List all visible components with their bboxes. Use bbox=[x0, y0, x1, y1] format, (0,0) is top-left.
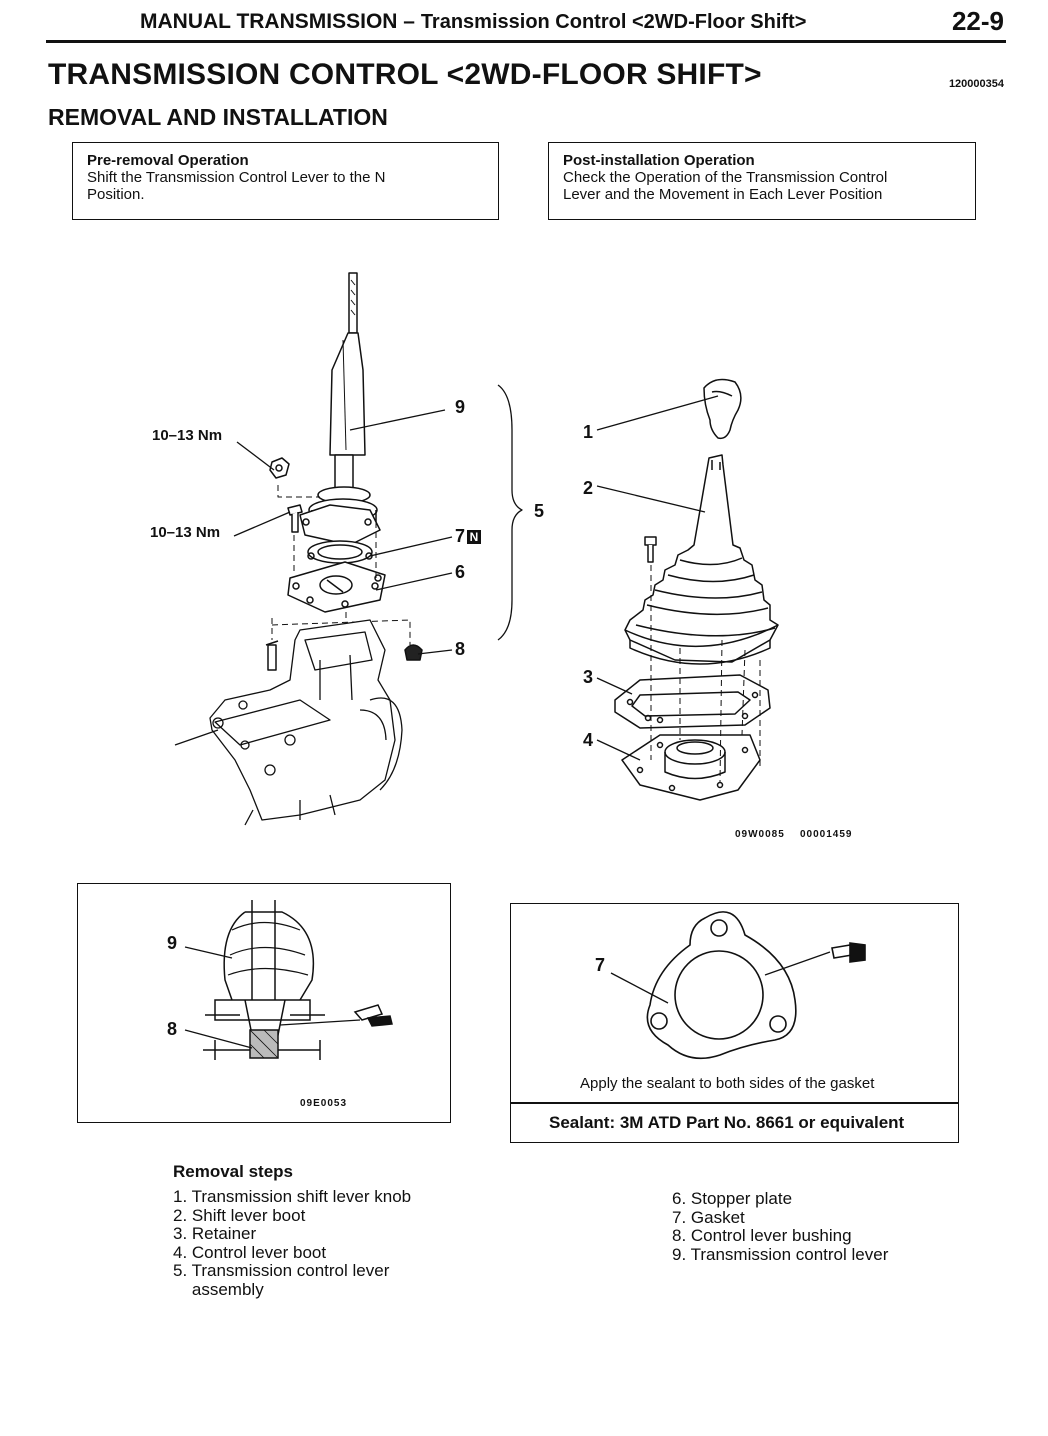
sealant-note: Apply the sealant to both sides of the g… bbox=[580, 1075, 875, 1092]
removal-step: 8. Control lever bushing bbox=[672, 1226, 852, 1245]
removal-steps-right: 6. Stopper plate 7. Gasket 8. Control le… bbox=[672, 1189, 889, 1264]
control-lever-boot-illustration bbox=[621, 734, 761, 801]
post-installation-line: Check the Operation of the Transmission … bbox=[563, 169, 888, 186]
stopper-plate-illustration bbox=[287, 504, 386, 613]
pre-removal-line: Position. bbox=[87, 186, 145, 203]
figure-code: 00001459 bbox=[800, 829, 853, 840]
page-number: 22-9 bbox=[951, 6, 1004, 36]
callout-4: 4 bbox=[583, 730, 594, 750]
callout-7-badge: N bbox=[467, 530, 482, 544]
shift-lever-boot-illustration bbox=[624, 454, 779, 665]
removal-step: 6. Stopper plate bbox=[672, 1189, 793, 1208]
removal-step: 5. Transmission control lever bbox=[173, 1261, 390, 1280]
callout-7-number: 7 bbox=[455, 526, 466, 546]
callout-5: 5 bbox=[534, 501, 545, 521]
detail-callout-9: 9 bbox=[167, 933, 178, 953]
removal-steps-left: 1. Transmission shift lever knob 2. Shif… bbox=[173, 1187, 412, 1299]
detail-figure-code: 09E0053 bbox=[300, 1098, 348, 1109]
document-id: 120000354 bbox=[948, 78, 1004, 90]
removal-step: 3. Retainer bbox=[173, 1224, 257, 1243]
gasket-detail-divider bbox=[511, 1102, 958, 1104]
detail-callout-7: 7 bbox=[595, 955, 606, 975]
section-header: MANUAL TRANSMISSION – Transmission Contr… bbox=[140, 10, 806, 34]
pre-removal-line: Shift the Transmission Control Lever to … bbox=[87, 169, 386, 186]
post-installation-line: Lever and the Movement in Each Lever Pos… bbox=[563, 186, 883, 203]
callout-2: 2 bbox=[583, 478, 594, 498]
callout-8: 8 bbox=[455, 639, 466, 659]
shift-knob-illustration bbox=[703, 378, 742, 440]
removal-step: 4. Control lever boot bbox=[173, 1242, 327, 1262]
bushing-detail-box bbox=[77, 883, 451, 1123]
subsection-name: Transmission Control <2WD-Floor Shift> bbox=[420, 11, 807, 33]
callout-6: 6 bbox=[455, 562, 466, 582]
removal-step: 9. Transmission control lever bbox=[672, 1244, 889, 1264]
figure-code: 09W0085 bbox=[735, 829, 785, 840]
retainer-illustration bbox=[614, 674, 771, 729]
callout-9: 9 bbox=[455, 397, 466, 417]
page-subtitle: REMOVAL AND INSTALLATION bbox=[48, 104, 388, 130]
transmission-case-illustration bbox=[174, 619, 403, 826]
removal-step: assembly bbox=[173, 1279, 264, 1299]
torque-label: 10–13 Nm bbox=[150, 524, 221, 541]
removal-step: 1. Transmission shift lever knob bbox=[173, 1187, 412, 1206]
removal-steps-heading: Removal steps bbox=[173, 1162, 293, 1181]
page-title: TRANSMISSION CONTROL <2WD-FLOOR SHIFT> bbox=[48, 58, 762, 91]
sealant-spec: Sealant: 3M ATD Part No. 8661 or equival… bbox=[549, 1113, 905, 1132]
post-installation-box: Post-installation Operation Check the Op… bbox=[548, 142, 976, 220]
torque-label: 10–13 Nm bbox=[152, 427, 223, 444]
callout-3: 3 bbox=[583, 667, 594, 687]
pre-removal-box: Pre-removal Operation Shift the Transmis… bbox=[72, 142, 499, 220]
post-installation-heading: Post-installation Operation bbox=[563, 152, 755, 169]
removal-step: 7. Gasket bbox=[672, 1207, 745, 1227]
gasket-detail-box bbox=[510, 903, 959, 1143]
detail-callout-8: 8 bbox=[167, 1019, 178, 1039]
pre-removal-heading: Pre-removal Operation bbox=[87, 152, 249, 169]
header-rule bbox=[46, 40, 1006, 43]
nut-illustration bbox=[269, 457, 290, 479]
removal-step: 2. Shift lever boot bbox=[173, 1205, 306, 1225]
section-name: MANUAL TRANSMISSION – bbox=[140, 10, 415, 33]
callout-1: 1 bbox=[583, 422, 594, 442]
